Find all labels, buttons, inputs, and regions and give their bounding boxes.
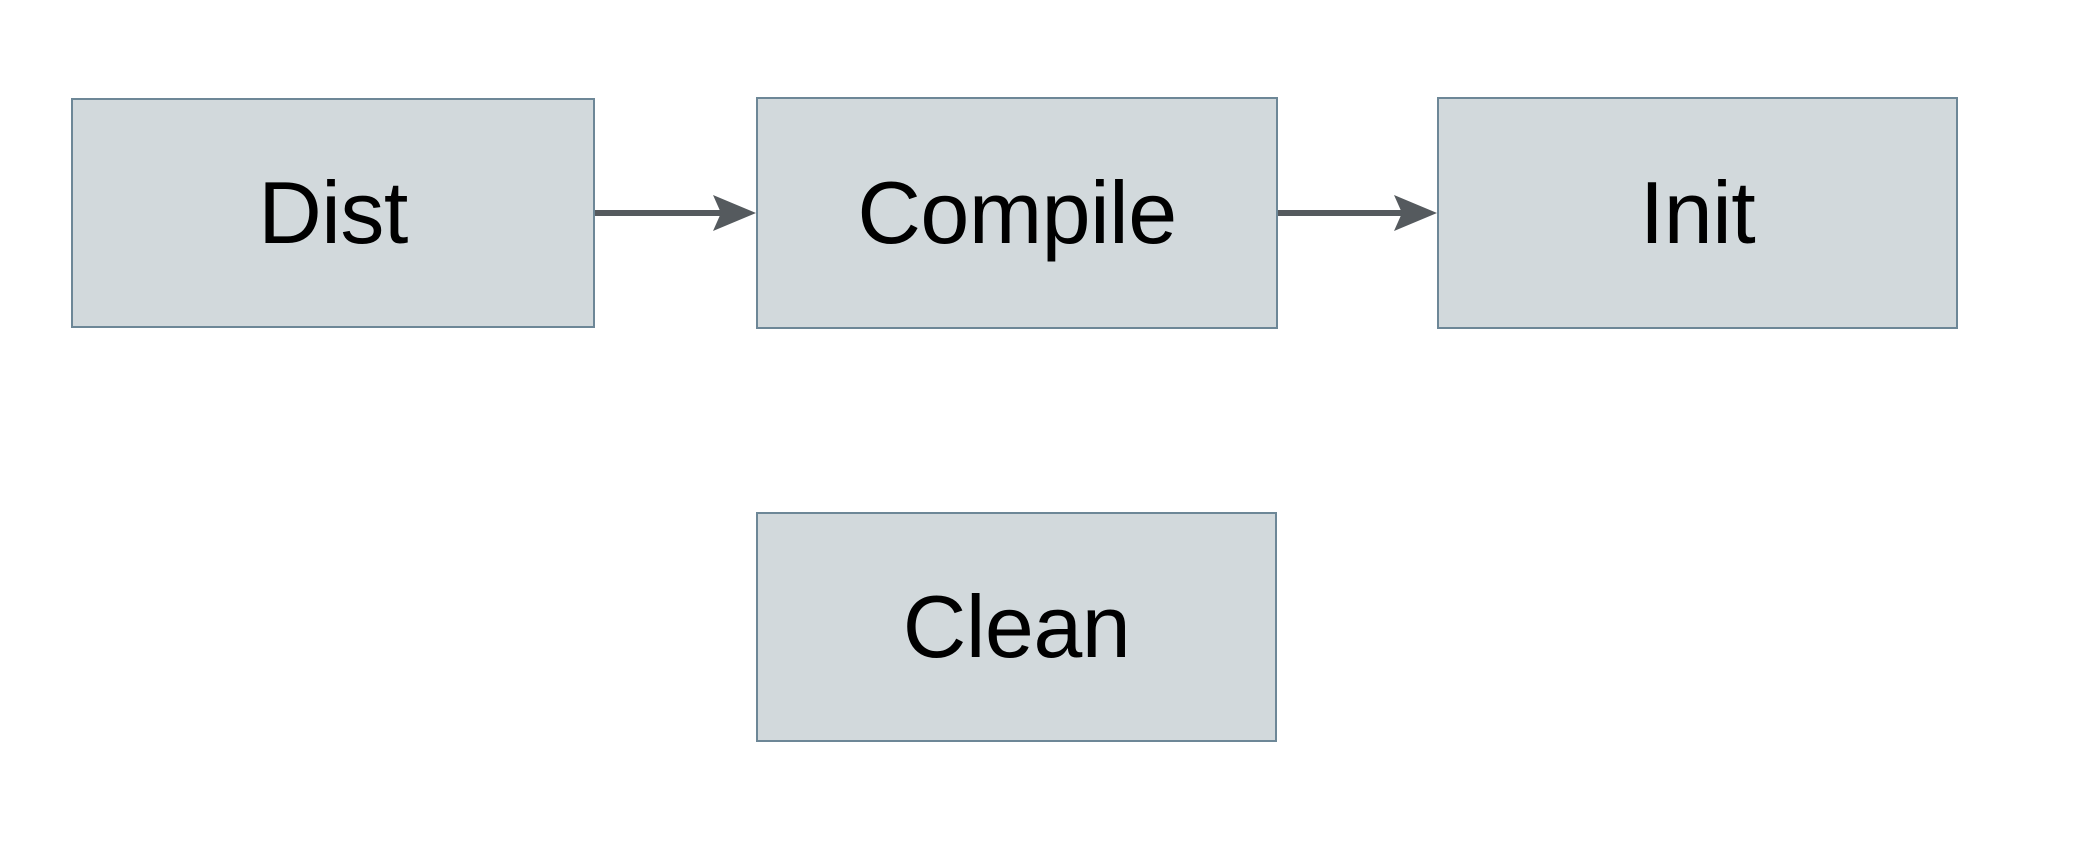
- edge-dist-to-compile: [595, 195, 756, 231]
- node-clean-label: Clean: [902, 577, 1131, 676]
- node-init-label: Init: [1639, 163, 1756, 262]
- arrowhead-icon: [1394, 195, 1437, 231]
- edge-compile-to-init: [1278, 195, 1437, 231]
- arrowhead-icon: [713, 195, 756, 231]
- node-compile-label: Compile: [857, 163, 1177, 262]
- node-compile[interactable]: Compile: [756, 97, 1278, 329]
- node-dist[interactable]: Dist: [71, 98, 595, 328]
- node-dist-label: Dist: [258, 163, 408, 262]
- node-init[interactable]: Init: [1437, 97, 1958, 329]
- node-clean[interactable]: Clean: [756, 512, 1277, 742]
